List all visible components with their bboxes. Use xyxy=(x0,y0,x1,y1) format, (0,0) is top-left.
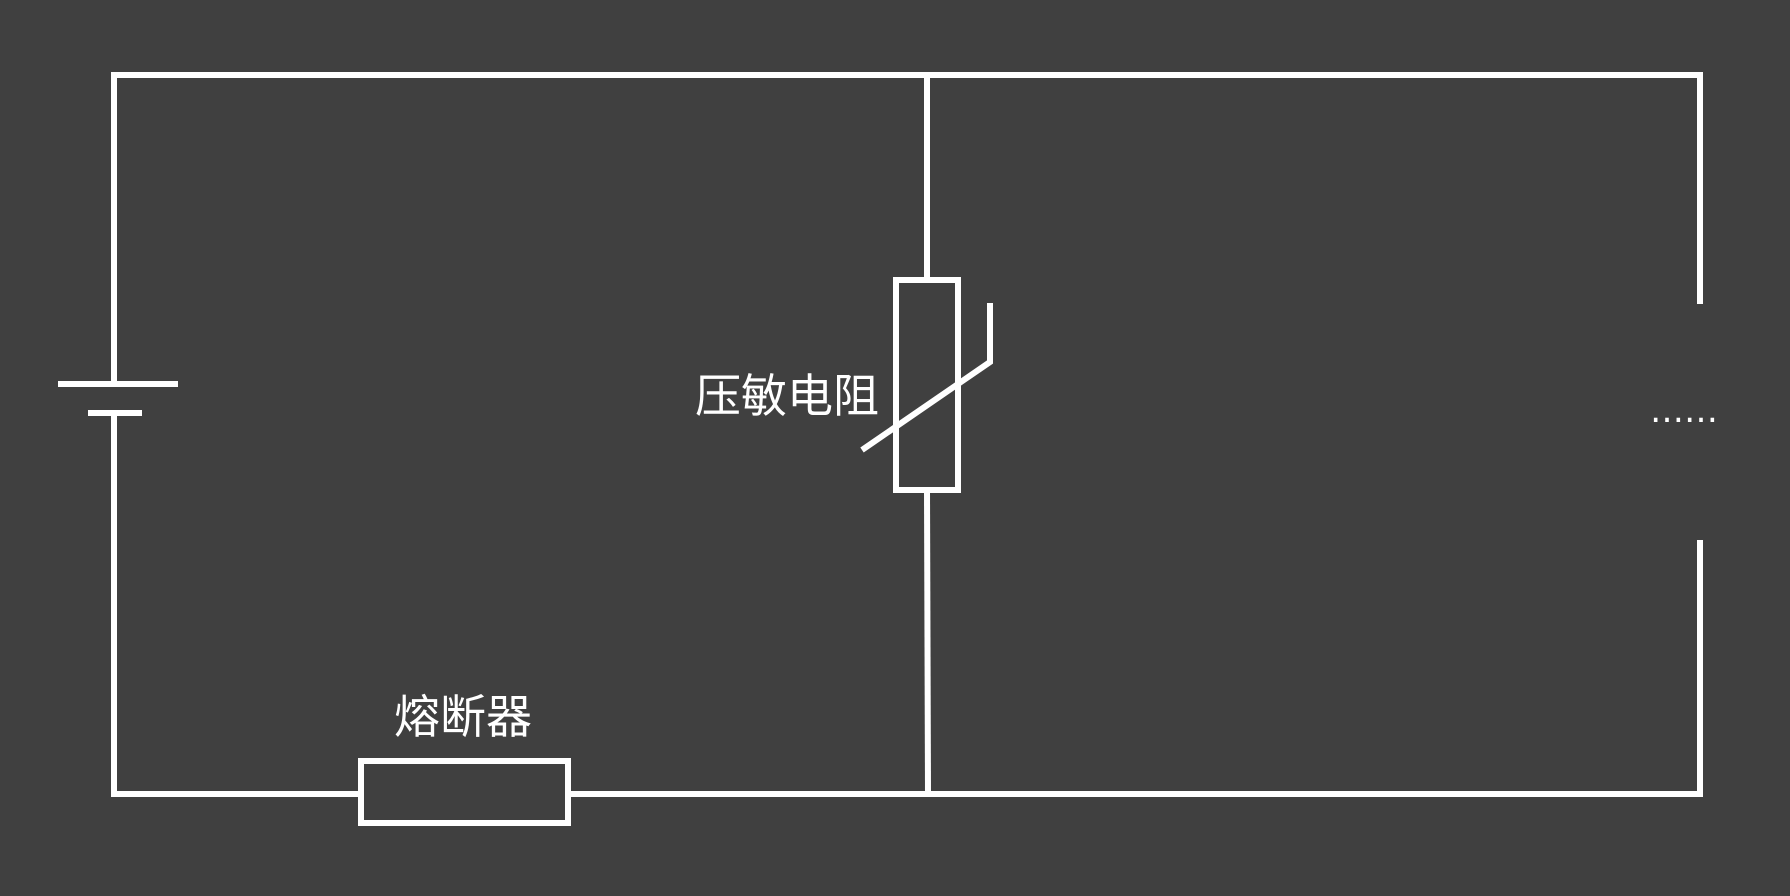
fuse-label: 熔断器 xyxy=(394,690,532,744)
middle-wire-lower xyxy=(924,489,931,795)
varistor-diagonal xyxy=(860,303,993,453)
varistor-symbol xyxy=(860,277,993,493)
varistor-label: 压敏电阻 xyxy=(695,369,879,423)
load-continuation-ellipsis: …… xyxy=(1650,391,1718,431)
varistor-body xyxy=(893,277,961,493)
fuse-symbol xyxy=(358,758,571,826)
battery-symbol xyxy=(58,381,178,416)
